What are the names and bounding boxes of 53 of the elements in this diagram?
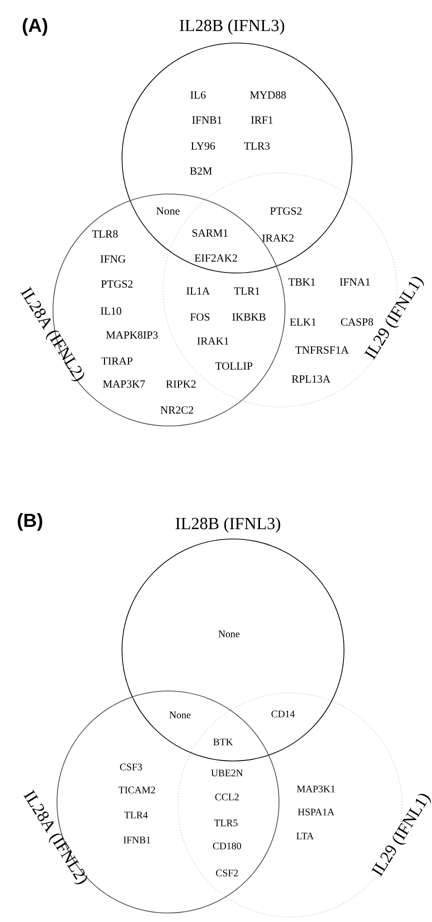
- gene-label: IFNG: [100, 255, 126, 263]
- gene-label: IFNA1: [340, 278, 370, 286]
- gene-label: TIRAP: [101, 357, 132, 365]
- gene-label: CASP8: [341, 318, 374, 326]
- gene-label: B2M: [190, 167, 212, 175]
- panel-label: (A): [22, 18, 48, 36]
- gene-label: RIPK2: [166, 380, 196, 388]
- gene-label: HSPA1A: [298, 808, 334, 816]
- gene-label: IL6: [190, 91, 206, 99]
- gene-label: TLR5: [214, 820, 238, 826]
- panel-label: (B): [18, 513, 42, 531]
- gene-label: TBK1: [288, 278, 316, 286]
- gene-label: CD14: [272, 710, 295, 718]
- gene-label: LTA: [296, 832, 314, 840]
- gene-label: IKBKB: [232, 313, 266, 321]
- gene-label: LY96: [191, 142, 215, 150]
- gene-label: IRAK2: [262, 234, 294, 242]
- gene-label: CCL2: [215, 794, 239, 800]
- gene-label: ELK1: [290, 318, 316, 326]
- gene-label: IFNB1: [192, 116, 222, 124]
- gene-label: TLR4: [124, 812, 148, 818]
- gene-label: TLR3: [244, 142, 270, 150]
- gene-label: IFNB1: [124, 836, 150, 844]
- gene-label: IL1A: [186, 287, 210, 295]
- gene-label: TLR8: [92, 230, 118, 238]
- node-label: IL28B (IFNL3): [176, 517, 280, 533]
- gene-label: CSF2: [216, 870, 238, 876]
- gene-label: IL10: [100, 307, 122, 315]
- gene-label: NR2C2: [160, 406, 194, 414]
- gene-label: UBE2N: [211, 770, 243, 776]
- gene-label: PTGS2: [270, 207, 302, 215]
- gene-label: CSF3: [120, 764, 142, 770]
- gene-label: RPL13A: [292, 375, 330, 383]
- gene-label: IRAK1: [197, 337, 228, 345]
- gene-label: TNFRSF1A: [295, 346, 349, 354]
- gene-label: IRF1: [251, 116, 273, 124]
- gene-label: None: [170, 712, 190, 718]
- node-label: IL28B (IFNL3): [180, 19, 284, 35]
- gene-label: TOLLIP: [215, 362, 252, 370]
- gene-label: MYD88: [250, 91, 286, 99]
- gene-label: PTGS2: [101, 280, 133, 288]
- gene-label: FOS: [190, 313, 210, 321]
- gene-label: TICAM2: [118, 786, 155, 794]
- gene-label: MAP3K1: [296, 786, 335, 792]
- gene-label: MAPK8IP3: [106, 331, 158, 339]
- gene-label: EIF2AK2: [194, 254, 237, 262]
- gene-label: BTK: [213, 738, 233, 746]
- gene-label: CD180: [213, 842, 242, 850]
- gene-label: None: [218, 630, 240, 638]
- gene-label: TLR1: [234, 287, 260, 295]
- gene-label: SARM1: [192, 229, 228, 237]
- gene-label: MAP3K7: [103, 380, 145, 388]
- gene-label: None: [156, 207, 180, 215]
